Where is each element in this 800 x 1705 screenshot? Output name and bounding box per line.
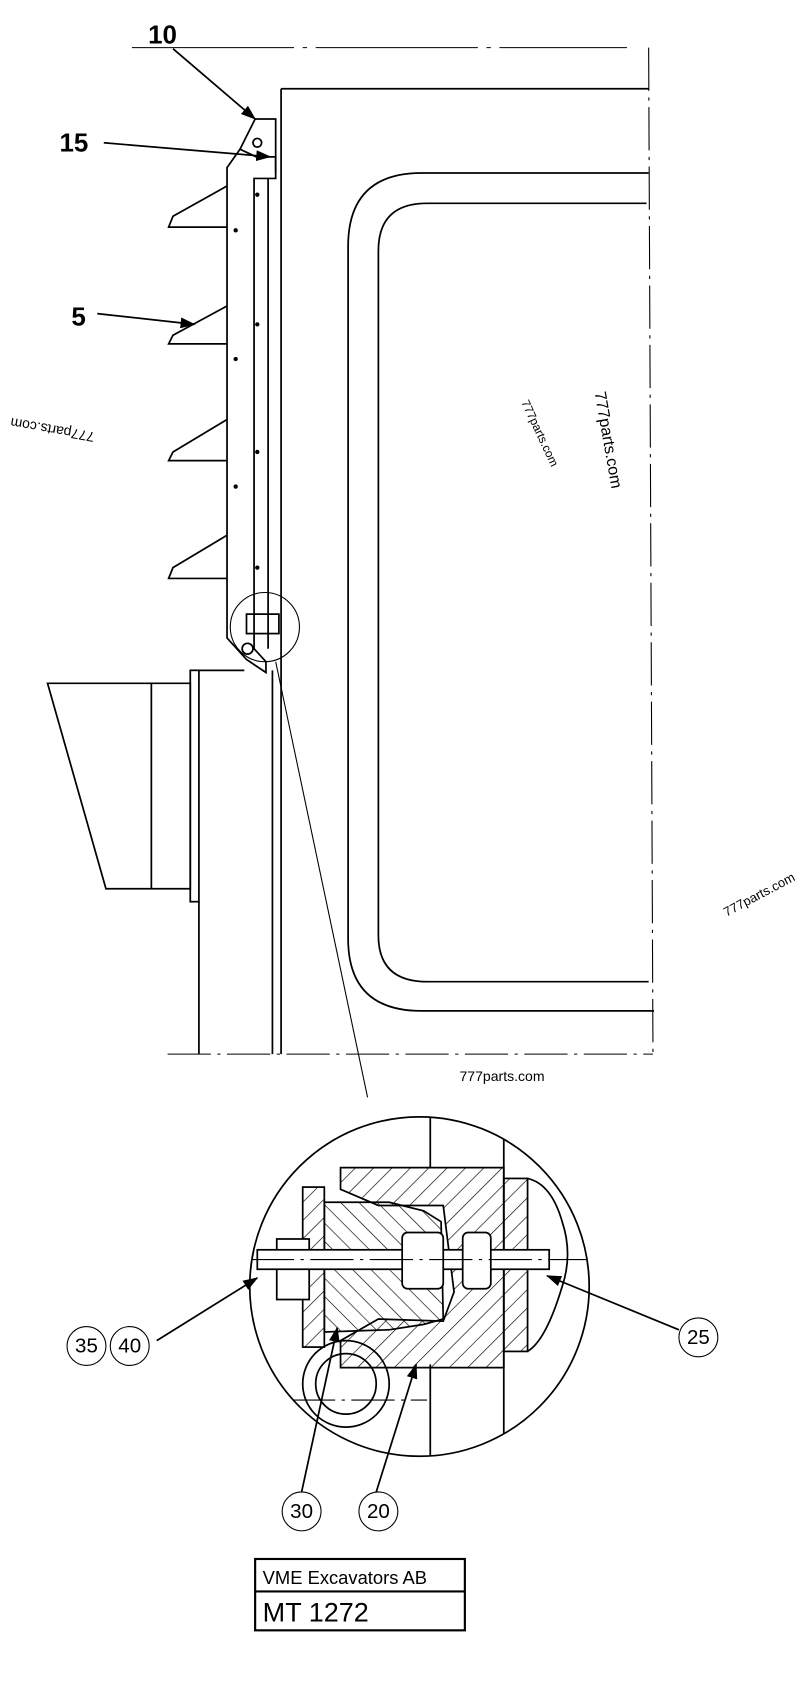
drawing-number: MT 1272 [263,1598,369,1628]
leader-lines [97,48,680,1493]
svg-text:30: 30 [290,1500,313,1523]
watermark: 777parts.com [721,869,797,919]
callout-40: 40 [109,1326,150,1367]
callout-35: 35 [66,1326,107,1367]
cab-body [167,47,655,1055]
svg-text:35: 35 [75,1335,98,1358]
callout-25: 25 [678,1317,719,1358]
svg-text:20: 20 [367,1500,390,1523]
svg-text:40: 40 [118,1335,141,1358]
svg-text:25: 25 [687,1326,710,1349]
detail-view [248,1115,591,1458]
callout-5: 5 [71,303,85,331]
watermark: 777parts.com [459,1068,544,1084]
callout-10: 10 [148,21,177,49]
title-block: VME Excavators AB MT 1272 [254,1557,466,1632]
lower-structure [46,669,274,1055]
callout-30: 30 [281,1491,322,1532]
company-name: VME Excavators AB [263,1567,427,1588]
callout-20: 20 [358,1491,399,1532]
watermark: 777parts.com [518,398,561,469]
callout-15: 15 [59,129,88,157]
watermark: 777parts.com [591,390,626,490]
watermark: 777parts.com [9,415,96,446]
